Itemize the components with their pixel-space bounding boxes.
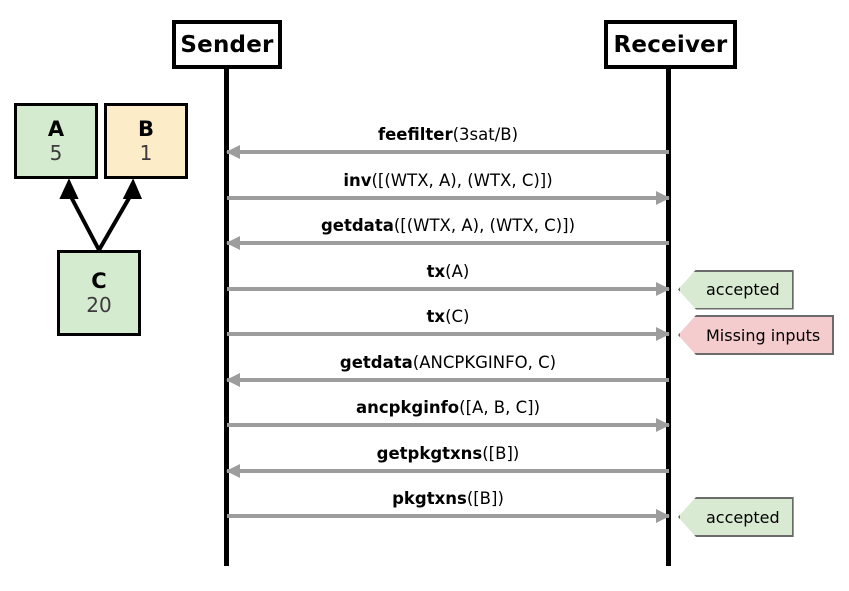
participant-sender: Sender xyxy=(172,20,282,69)
tx-node-b-name: B xyxy=(137,117,154,141)
message-command: inv xyxy=(343,170,372,190)
arrowhead-left-icon xyxy=(226,372,240,387)
arrowhead-right-icon xyxy=(656,281,670,296)
status-badge-label: accepted xyxy=(706,280,780,299)
message-arrow xyxy=(227,281,670,296)
message-arrow xyxy=(226,372,669,387)
status-badge-label: Missing inputs xyxy=(706,325,821,345)
message-args: (ANCPKGINFO, C) xyxy=(412,352,557,372)
message-command: getdata xyxy=(320,216,394,235)
message-command: tx xyxy=(426,307,446,326)
arrowhead-right-icon xyxy=(656,418,670,432)
message-label-inv: inv([(WTX, A), (WTX, C)]) xyxy=(227,171,669,191)
arrowhead-left-icon xyxy=(226,463,240,478)
message-arrow xyxy=(226,236,669,250)
message-row-ancpkginfo: ancpkginfo([A, B, C]) xyxy=(227,381,670,432)
message-command: getpkgtxns xyxy=(376,443,483,463)
message-row-getpkgtxns: getpkgtxns([B]) xyxy=(226,427,669,478)
edge-c-to-b xyxy=(97,191,134,252)
message-command: ancpkginfo xyxy=(355,398,460,417)
message-arrow xyxy=(227,418,670,432)
status-badge-accepted: accepted xyxy=(678,269,794,310)
message-label-getpkgtxns: getpkgtxns([B]) xyxy=(227,444,669,464)
message-args: (3sat/B) xyxy=(452,125,519,144)
arrowhead-c-to-b xyxy=(122,178,143,199)
message-args: ([(WTX, A), (WTX, C)]) xyxy=(371,170,553,190)
message-row-feefilter: feefilter(3sat/B) xyxy=(226,108,669,159)
message-row-getdata: getdata([(WTX, A), (WTX, C)]) xyxy=(226,199,669,250)
message-args: ([B]) xyxy=(482,443,520,463)
status-badge-label: accepted xyxy=(706,507,780,527)
message-args: ([A, B, C]) xyxy=(459,398,541,417)
message-args: ([(WTX, A), (WTX, C)]) xyxy=(393,216,576,235)
tx-node-b: B 1 xyxy=(104,103,188,179)
message-label-pkgtxns: pkgtxns([B]) xyxy=(227,489,669,509)
message-row-pkgtxns: pkgtxns([B]) xyxy=(227,472,670,523)
message-args: (C) xyxy=(445,307,470,326)
tx-node-a-value: 5 xyxy=(49,141,63,165)
arrowhead-c-to-a xyxy=(59,178,79,199)
message-label-tx: tx(A) xyxy=(227,262,669,282)
message-command: pkgtxns xyxy=(392,489,467,508)
arrowhead-right-icon xyxy=(656,327,670,341)
tx-node-c-value: 20 xyxy=(86,293,112,317)
arrowhead-left-icon xyxy=(226,145,240,159)
tx-node-c: C 20 xyxy=(57,250,141,336)
lifeline-receiver xyxy=(666,69,671,566)
tx-node-b-value: 1 xyxy=(139,141,153,165)
message-row-inv: inv([(WTX, A), (WTX, C)]) xyxy=(227,154,670,205)
arrowhead-right-icon xyxy=(656,509,670,523)
message-arrow xyxy=(227,190,670,205)
tx-node-a-name: A xyxy=(47,117,65,141)
message-arrow xyxy=(226,145,669,159)
status-badge-accepted: accepted xyxy=(678,497,794,537)
edge-c-to-a xyxy=(67,192,101,251)
message-command: feefilter xyxy=(377,125,453,144)
arrowhead-left-icon xyxy=(226,236,240,250)
transaction-edges xyxy=(59,178,143,252)
message-label-getdata: getdata(ANCPKGINFO, C) xyxy=(227,353,669,373)
transaction-graph: A 5 B 1 C 20 xyxy=(0,90,210,350)
message-label-tx: tx(C) xyxy=(227,307,669,327)
message-args: (A) xyxy=(445,261,470,281)
message-label-ancpkginfo: ancpkginfo([A, B, C]) xyxy=(227,398,669,418)
lifeline-sender xyxy=(224,69,229,566)
message-arrow xyxy=(227,509,670,523)
message-label-getdata: getdata([(WTX, A), (WTX, C)]) xyxy=(227,216,669,236)
participant-receiver: Receiver xyxy=(604,20,737,69)
message-arrow xyxy=(227,327,670,341)
arrowhead-right-icon xyxy=(656,190,670,205)
message-label-feefilter: feefilter(3sat/B) xyxy=(227,125,669,145)
tx-node-a: A 5 xyxy=(14,103,98,179)
message-command: getdata xyxy=(339,352,413,372)
message-row-tx: tx(C) xyxy=(227,290,670,341)
message-arrow xyxy=(226,463,669,478)
message-row-tx: tx(A) xyxy=(227,245,670,296)
status-badge-rejected: Missing inputs xyxy=(678,315,835,355)
message-command: tx xyxy=(426,261,446,281)
message-row-getdata: getdata(ANCPKGINFO, C) xyxy=(226,336,669,387)
message-args: ([B]) xyxy=(466,489,504,508)
tx-node-c-name: C xyxy=(91,269,107,293)
